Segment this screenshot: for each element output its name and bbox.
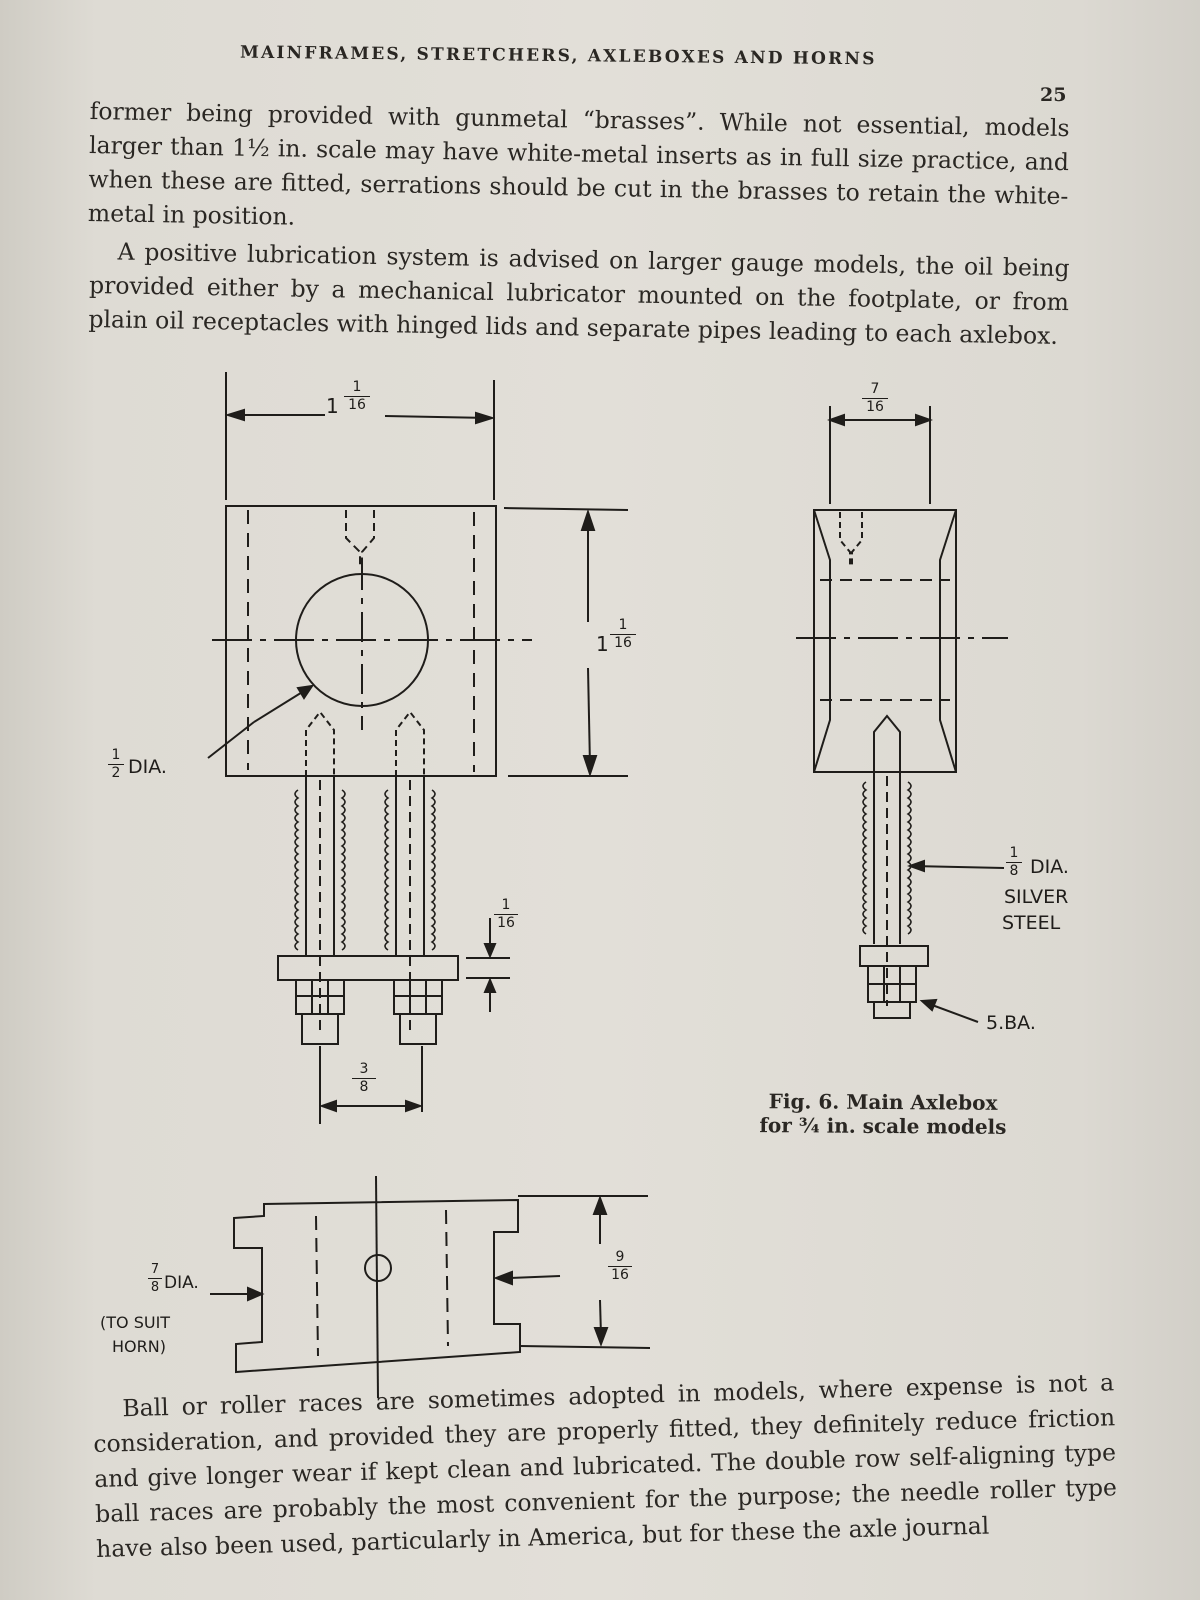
caption-line-1: Fig. 6. Main Axlebox	[768, 1089, 998, 1115]
side-elevation	[796, 406, 1008, 1023]
page-number: 25	[1040, 84, 1067, 106]
rod-material-label-1: SILVER	[1004, 886, 1069, 908]
caption-line-2: for ¾ in. scale models	[759, 1113, 1007, 1139]
front-elevation	[207, 372, 629, 1124]
plan-note-2: HORN)	[112, 1337, 166, 1356]
nut-label: 5.BA.	[986, 1012, 1036, 1034]
plan-dia-label: DIA.	[164, 1273, 199, 1293]
rod-dia-label: DIA.	[1030, 856, 1069, 878]
bore-label: DIA.	[128, 756, 167, 778]
plan-note-1: (TO SUIT	[100, 1313, 171, 1332]
front-height-whole: 1	[596, 632, 609, 656]
plan-view	[210, 1175, 651, 1399]
rod-material-label-2: STEEL	[1002, 912, 1061, 934]
front-width-whole: 1	[326, 394, 339, 418]
paragraph-3: Ball or roller races are sometimes adopt…	[92, 1368, 1118, 1563]
figure-caption: Fig. 6. Main Axlebox for ¾ in. scale mod…	[738, 1089, 1028, 1139]
